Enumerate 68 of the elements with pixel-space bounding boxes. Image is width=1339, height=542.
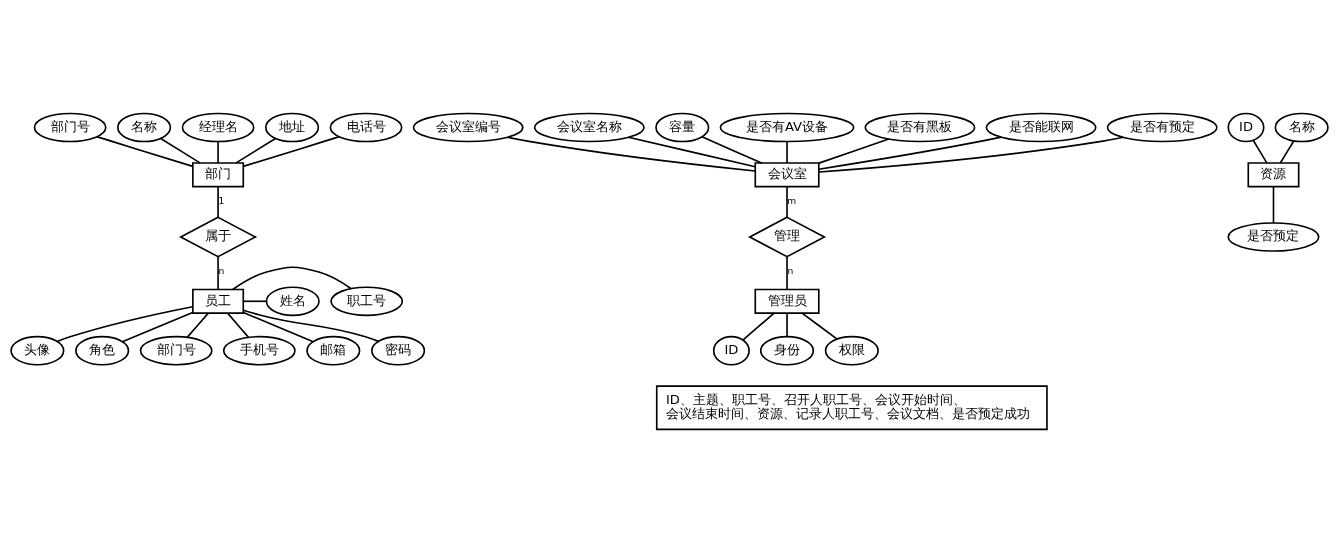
connector [701, 135, 763, 164]
connector [1272, 185, 1275, 224]
connector [217, 185, 219, 218]
connector [1252, 138, 1268, 164]
connector [1279, 139, 1295, 164]
node-ellipse: 是否有黑板 [864, 112, 976, 142]
node-ellipse: 会议室编号 [412, 112, 524, 142]
node-ellipse: 姓名 [265, 285, 320, 316]
connector [186, 311, 210, 338]
node-box: 员工 [192, 288, 245, 314]
node-ellipse: 身份 [759, 335, 815, 366]
connector [226, 311, 250, 338]
connector [56, 305, 194, 342]
node-box: 资源 [1247, 161, 1300, 187]
connector [235, 137, 277, 164]
connector [242, 308, 380, 342]
connector [242, 299, 267, 302]
node-ellipse: 部门号 [33, 112, 107, 142]
node-ellipse: 邮箱 [306, 335, 361, 366]
edge-label: 1 [218, 194, 225, 206]
node-ellipse: 职工号 [330, 285, 404, 316]
node-ellipse: 电话号 [329, 112, 403, 142]
node-ellipse: 头像 [10, 335, 65, 366]
node-ellipse: ID [712, 335, 750, 366]
connector [242, 311, 315, 342]
node-ellipse: 密码 [371, 335, 426, 366]
connector [217, 255, 219, 290]
node-ellipse: 部门号 [139, 335, 213, 366]
node-ellipse: 容量 [655, 112, 710, 142]
connector [121, 311, 194, 342]
node-ellipse: 是否能联网 [985, 112, 1097, 142]
connector [801, 311, 838, 340]
connector [242, 135, 341, 167]
connector [96, 135, 194, 167]
connector [506, 135, 756, 172]
node-box: 管理员 [754, 288, 820, 314]
node-ellipse: 手机号 [222, 335, 296, 366]
edge-label: n [787, 264, 794, 276]
node-ellipse: ID [1227, 112, 1265, 142]
node-ellipse: 是否预定 [1227, 221, 1320, 252]
connector [818, 137, 890, 164]
node-ellipse: 是否有预定 [1106, 112, 1218, 142]
node-box: 部门 [192, 161, 245, 187]
connector [786, 185, 788, 218]
node-ellipse: 经理名 [181, 112, 255, 142]
node-diamond: 属于 [179, 215, 258, 258]
connector [818, 135, 1125, 173]
node-box: ID、主题、职工号、召开人职工号、会议开始时间、会议结束时间、资源、记录人职工号、会议文档、是否预定成功 [655, 384, 1048, 430]
connector [217, 140, 219, 164]
node-ellipse: 地址 [264, 112, 320, 142]
node-ellipse: 权限 [824, 335, 879, 366]
connector [159, 137, 201, 164]
node-ellipse: 名称 [117, 112, 172, 142]
node-box: 会议室 [754, 161, 820, 187]
node-ellipse: 是否有AV设备 [719, 112, 855, 142]
connector [231, 266, 352, 290]
connector [786, 311, 788, 338]
connector [786, 255, 788, 290]
connector [627, 135, 757, 168]
node-diamond: 管理 [747, 215, 827, 258]
connector [818, 135, 1002, 170]
node-ellipse: 名称 [1274, 112, 1329, 142]
edge-label: m [787, 194, 797, 206]
connector [786, 140, 788, 164]
node-ellipse: 会议室名称 [533, 112, 645, 142]
edge-label: n [218, 264, 225, 276]
node-ellipse: 角色 [75, 335, 130, 366]
connector [742, 311, 775, 341]
